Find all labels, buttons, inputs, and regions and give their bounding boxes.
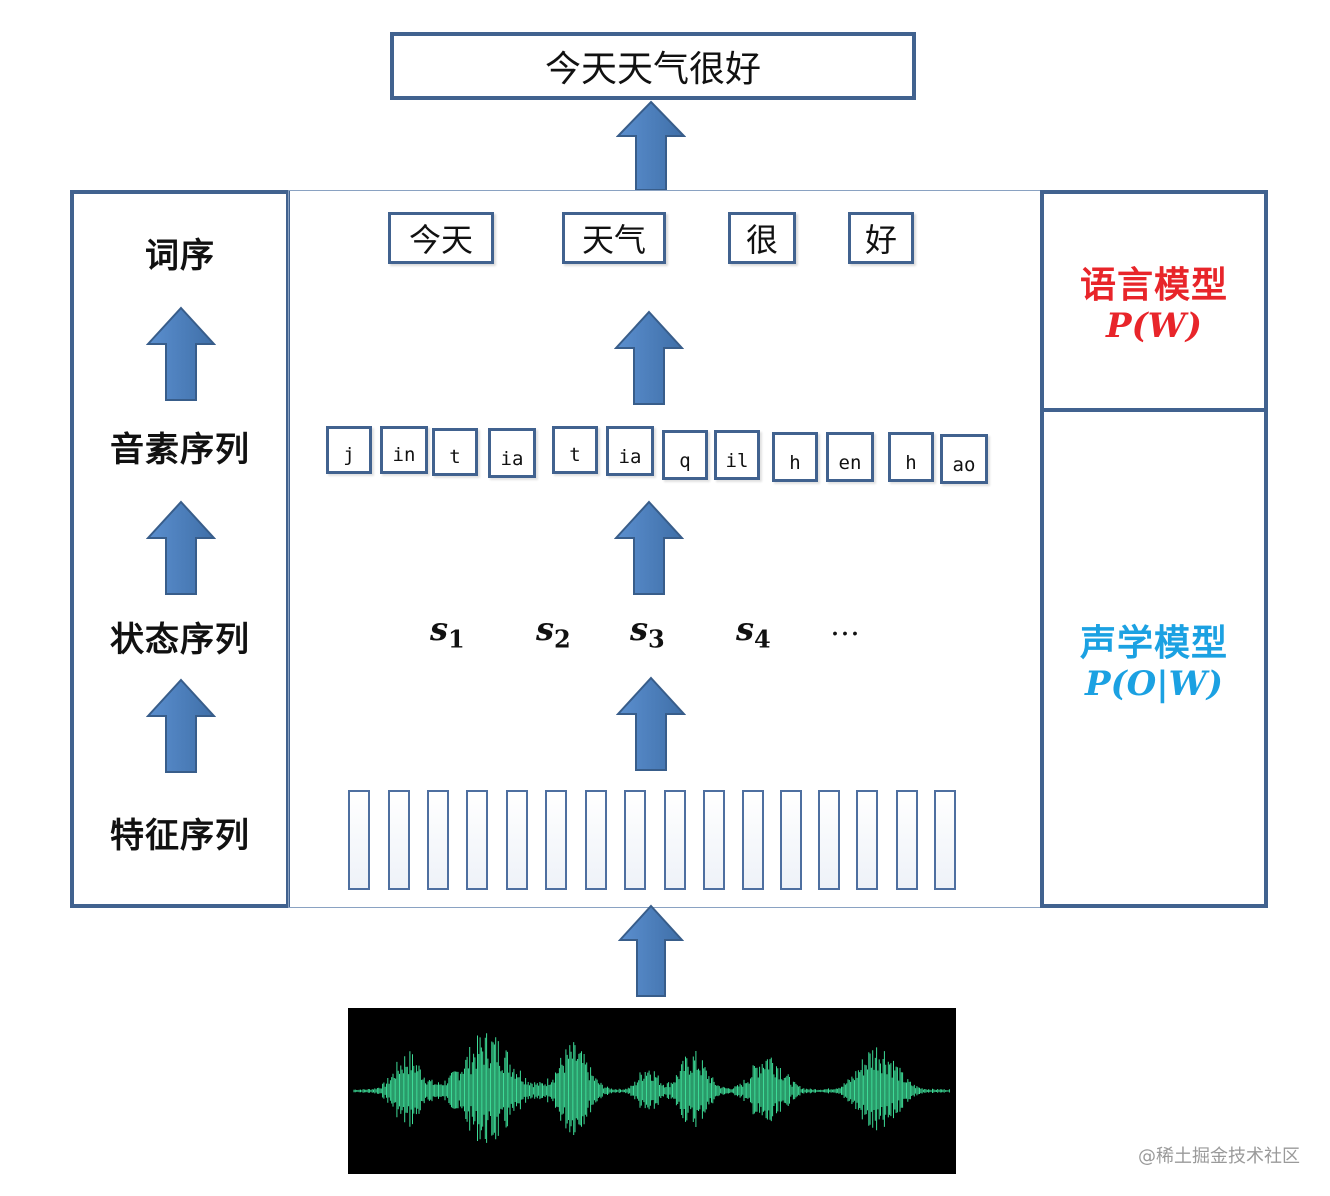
phoneme-text: q [679, 450, 691, 472]
word-text: 天气 [581, 221, 646, 259]
label-state-sequence: 状态序列 [110, 620, 250, 660]
phoneme-box: ao [940, 434, 988, 484]
feature-frame [348, 790, 370, 890]
waveform-trace [353, 1033, 950, 1143]
phoneme-text: h [905, 452, 917, 474]
feature-frame [664, 790, 686, 890]
phoneme-text: j [343, 444, 355, 466]
word-box: 今天 [388, 212, 494, 264]
feature-frame [585, 790, 607, 890]
model-panel [1040, 190, 1268, 908]
label-feature-sequence: 特征序列 [110, 816, 250, 856]
feature-frame [818, 790, 840, 890]
language-model-title: 语言模型 [1079, 264, 1228, 306]
recognition-result-box: 今天天气很好 [390, 32, 916, 100]
feature-frame [856, 790, 878, 890]
phoneme-box: ia [606, 426, 654, 476]
state-s4: s4 [736, 610, 771, 654]
arrow-up-icon [146, 678, 216, 773]
recognition-result-text: 今天天气很好 [544, 49, 761, 90]
phoneme-text: ao [952, 454, 976, 476]
word-box: 好 [848, 212, 914, 264]
phoneme-box: h [772, 432, 818, 482]
phoneme-box: h [888, 432, 934, 482]
feature-frame [742, 790, 764, 890]
phoneme-box: j [326, 426, 372, 474]
label-word-sequence: 词序 [145, 236, 215, 276]
word-text: 好 [864, 221, 897, 259]
arrow-up-icon [146, 500, 216, 595]
phoneme-text: il [725, 450, 749, 472]
word-box: 天气 [562, 212, 666, 264]
phoneme-text: h [789, 452, 801, 474]
feature-frame [388, 790, 410, 890]
state-s1: s1 [430, 610, 465, 654]
language-model-formula: P(W) [1106, 306, 1202, 346]
feature-frame [466, 790, 488, 890]
phoneme-text: in [392, 444, 416, 466]
phoneme-box: t [432, 428, 478, 476]
state-ellipsis: … [830, 608, 860, 643]
waveform-icon [353, 1033, 950, 1143]
feature-frame [780, 790, 802, 890]
arrow-up-icon [616, 676, 686, 771]
phoneme-box: il [714, 430, 760, 480]
speech-waveform [348, 1008, 956, 1174]
phoneme-box: t [552, 426, 598, 474]
phoneme-box: in [380, 426, 428, 474]
arrow-up-icon [614, 500, 684, 595]
acoustic-model-formula: P(O|W) [1085, 664, 1223, 704]
acoustic-model-title: 声学模型 [1079, 622, 1228, 664]
state-s3: s3 [630, 610, 665, 654]
feature-frame [624, 790, 646, 890]
phoneme-text: ia [500, 448, 524, 470]
phoneme-box: en [826, 432, 874, 482]
arrow-up-icon [146, 306, 216, 401]
word-text: 今天 [408, 221, 473, 259]
phoneme-text: t [449, 446, 461, 468]
phoneme-text: ia [618, 446, 642, 468]
arrow-up-icon [616, 100, 686, 191]
feature-frame [427, 790, 449, 890]
feature-frame [506, 790, 528, 890]
feature-frame [545, 790, 567, 890]
feature-frame [896, 790, 918, 890]
word-text: 很 [745, 221, 778, 259]
arrow-up-icon [618, 904, 684, 997]
phoneme-box: q [662, 430, 708, 480]
model-divider [1040, 408, 1268, 412]
state-s2: s2 [536, 610, 571, 654]
phoneme-text: t [569, 444, 581, 466]
watermark: @稀土掘金技术社区 [1138, 1146, 1300, 1167]
phoneme-text: en [838, 452, 862, 474]
feature-frame [934, 790, 956, 890]
label-phoneme-sequence: 音素序列 [110, 430, 250, 470]
feature-frame [703, 790, 725, 890]
arrow-up-icon [614, 310, 684, 405]
word-box: 很 [728, 212, 796, 264]
phoneme-box: ia [488, 428, 536, 478]
